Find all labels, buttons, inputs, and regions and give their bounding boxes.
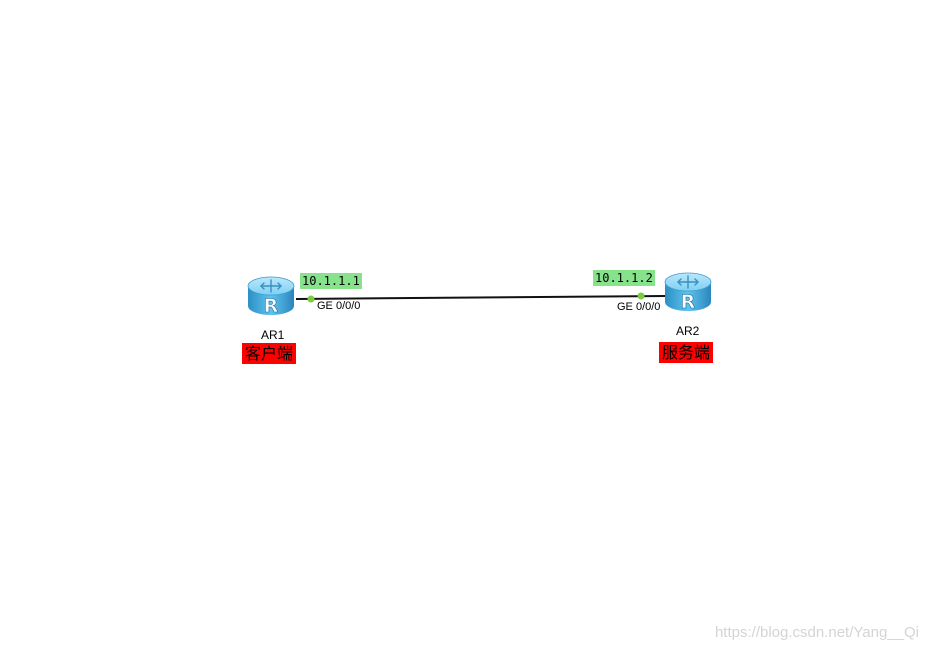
device-name-ar2[interactable]: AR2 (676, 324, 700, 338)
ip-label-ar1: 10.1.1.1 (300, 273, 362, 289)
port-status-dot-ar2 (637, 292, 645, 300)
port-label-ar1: GE 0/0/0 (317, 300, 361, 312)
link-line[interactable] (295, 295, 667, 300)
router-icon[interactable]: R (247, 276, 295, 317)
ip-label-ar2: 10.1.1.2 (593, 270, 655, 286)
svg-text:R: R (681, 291, 696, 313)
role-tag-server: 服务端 (659, 342, 714, 363)
role-tag-client: 客户端 (242, 343, 297, 364)
watermark: https://blog.csdn.net/Yang__Qi (714, 624, 919, 641)
port-label-ar2: GE 0/0/0 (617, 301, 661, 313)
router-icon[interactable]: R (664, 272, 712, 313)
svg-text:R: R (264, 295, 279, 317)
device-name-ar1[interactable]: AR1 (261, 328, 285, 342)
port-status-dot-ar1 (307, 295, 315, 303)
